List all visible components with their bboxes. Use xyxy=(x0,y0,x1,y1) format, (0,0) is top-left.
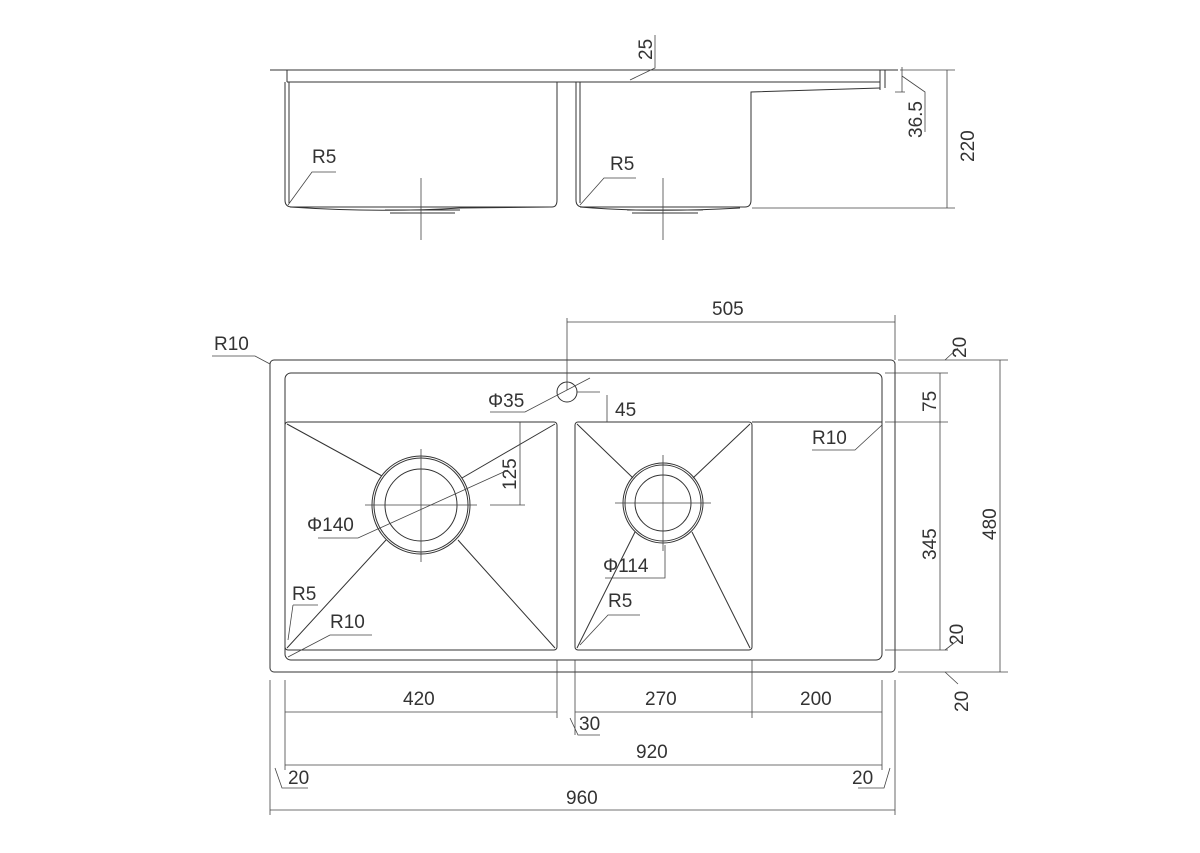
right-bowl-profile xyxy=(575,82,881,208)
left-drain xyxy=(286,423,556,649)
flange-leader xyxy=(895,67,926,132)
thickness-leader xyxy=(629,35,656,81)
dim-220: 220 xyxy=(958,130,979,162)
small-drain-leader xyxy=(605,545,666,579)
inner-outline xyxy=(284,372,883,661)
faucet-hole-leader xyxy=(490,377,591,413)
dim-270: 270 xyxy=(645,689,677,710)
bottom-extension-lines xyxy=(269,660,896,815)
dim-200: 200 xyxy=(800,689,832,710)
faucet-hole-dia: Φ35 xyxy=(488,391,524,412)
small-dim-leaders xyxy=(274,717,891,789)
right-extension-lines xyxy=(885,359,1008,673)
left-bowl-r5-leader xyxy=(287,604,318,641)
depth-dimension xyxy=(752,69,955,209)
large-drain-leader xyxy=(318,469,509,539)
bottom-dim-lines xyxy=(270,711,895,811)
drainboard-radius-leader xyxy=(812,424,883,451)
dim-960: 960 xyxy=(566,788,598,809)
left-bowl-profile xyxy=(284,82,558,208)
dim-505-lines xyxy=(566,315,896,390)
outer-outline xyxy=(269,359,896,673)
dim-125-lines xyxy=(490,422,525,506)
dim-20-left: 20 xyxy=(288,768,309,789)
dim-36-5: 36.5 xyxy=(906,101,927,138)
left-bowl xyxy=(284,421,558,651)
corner-radius-leader xyxy=(212,355,271,365)
right-drain xyxy=(576,423,751,649)
dim-20-front-outer: 20 xyxy=(952,691,973,712)
dim-920: 920 xyxy=(636,742,668,763)
right-bowl-radius: R5 xyxy=(608,591,632,612)
center-lines xyxy=(420,178,664,240)
small-drain-dia: Φ114 xyxy=(603,556,649,577)
dim-125: 125 xyxy=(500,458,521,490)
radius-right: R5 xyxy=(610,154,634,175)
dim-345: 345 xyxy=(920,528,941,560)
dim-25: 25 xyxy=(636,39,657,60)
dim-30: 30 xyxy=(579,714,600,735)
right-dim-lines xyxy=(939,347,1001,685)
r5-leader-right xyxy=(579,177,636,206)
drainboard-radius: R10 xyxy=(812,428,847,449)
left-bowl-radius-outer: R10 xyxy=(330,612,365,633)
right-bowl-r5-leader xyxy=(579,614,640,646)
right-bowl xyxy=(574,421,753,651)
dim-480: 480 xyxy=(980,508,1001,540)
right-drain-profile xyxy=(579,206,741,214)
left-bowl-r10-leader xyxy=(287,634,372,658)
dim-45: 45 xyxy=(615,400,636,421)
dim-505: 505 xyxy=(712,299,744,320)
dim-75: 75 xyxy=(920,391,941,412)
dim-20-front-inner: 20 xyxy=(947,624,968,645)
radius-left: R5 xyxy=(312,147,336,168)
large-drain-dia: Φ140 xyxy=(307,515,354,536)
rim-outline xyxy=(270,69,898,90)
dim-20-top: 20 xyxy=(950,337,971,358)
left-bowl-radius: R5 xyxy=(292,584,316,605)
r5-leader-left xyxy=(287,171,336,206)
top-view: 505 R10 Φ35 45 125 Φ140 Φ114 R5 R10 R5 R… xyxy=(212,299,1008,815)
dim-420: 420 xyxy=(403,689,435,710)
dim-45-lines xyxy=(577,391,608,422)
dim-20-right: 20 xyxy=(852,768,873,789)
side-view: 25 36.5 220 R5 R5 xyxy=(270,35,979,240)
left-drain-profile xyxy=(289,206,551,214)
corner-radius: R10 xyxy=(214,334,249,355)
